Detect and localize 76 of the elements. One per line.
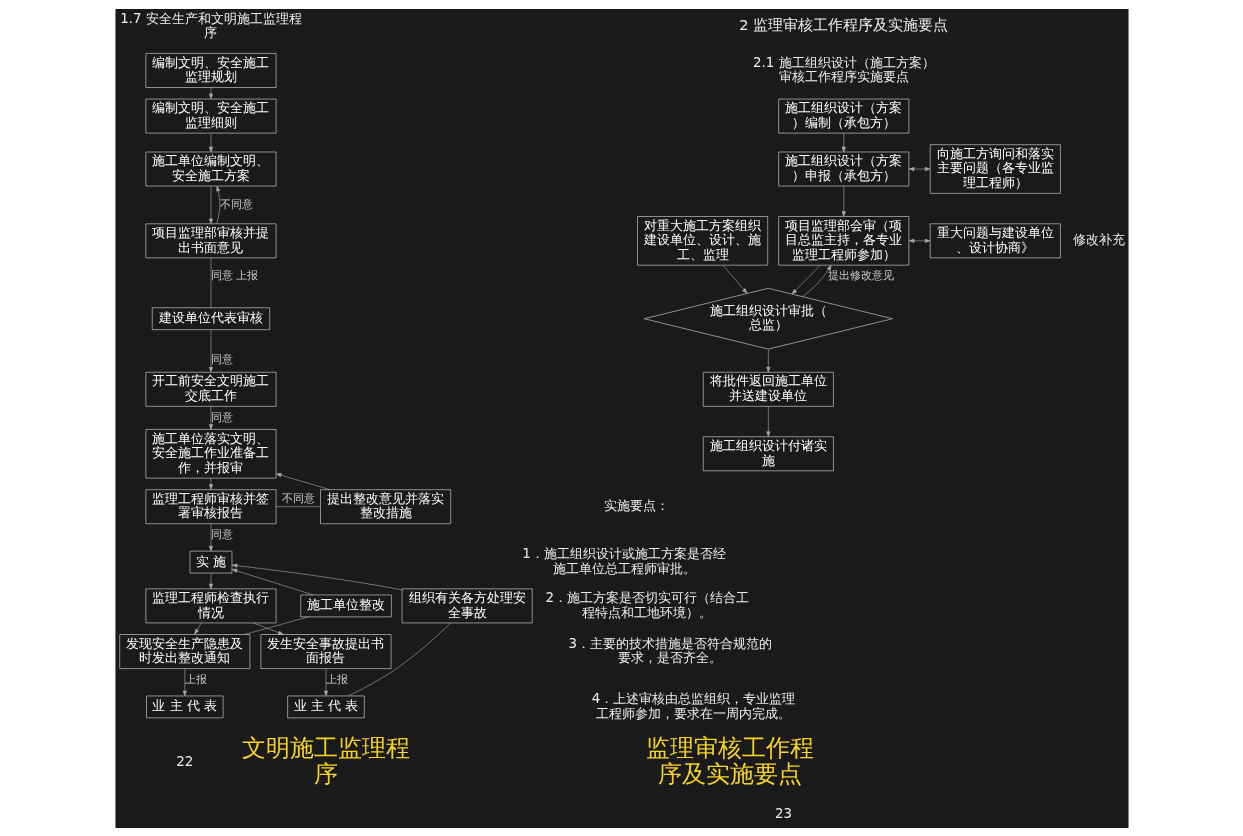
arrow [208, 405, 213, 430]
arrow [765, 348, 770, 372]
node-box: 将批件返回施工单位并送建设单位 [702, 371, 834, 407]
arrow [231, 563, 402, 590]
label: 实施要点： [603, 497, 669, 513]
connector [210, 257, 211, 308]
node-box: 监理工程师检查执行情况 [145, 588, 276, 623]
arrow [208, 477, 213, 490]
node-box: 项目监理部审核并提出书面意见 [145, 223, 276, 258]
node-box: 业 主 代 表 [145, 695, 223, 718]
label: 22 [175, 753, 193, 769]
node-box: 组织有关各方处理安全事故 [401, 588, 533, 623]
label: 23 [774, 805, 792, 821]
label: 2 监理审核工作程序及实施要点 [738, 15, 948, 33]
node-box: 编制文明、安全施工监理规划 [145, 52, 276, 88]
node-box: 开工前安全文明施工交底工作 [145, 371, 276, 407]
edge-label: 同意 [210, 410, 233, 424]
edge-label: 提出修改意见 [827, 268, 894, 282]
edge-label: 上报 [325, 672, 348, 686]
node-box: 重大问题与建设单位、设计协商》 [929, 223, 1061, 258]
arrow [208, 572, 213, 589]
arrow [275, 472, 330, 490]
arrow [182, 667, 187, 696]
node-box: 发生安全事故提出书面报告 [260, 633, 391, 669]
edge-label: 同意 [210, 352, 233, 366]
node-box: 施工组织设计（方案）编制（承包方） [777, 98, 909, 133]
arrow [908, 238, 930, 243]
label: 修改补充 [1072, 231, 1125, 247]
node-box: 对重大施工方案组织建设单位、设计、施工、监理 [636, 215, 768, 265]
arrow [252, 622, 284, 635]
arrow [231, 568, 313, 595]
arrow [208, 86, 213, 99]
label: 1.7 安全生产和文明施工监理程序 [119, 10, 302, 40]
arrow [791, 264, 821, 294]
arrow [765, 405, 770, 437]
node-box: 提出整改意见并落实整改措施 [319, 488, 451, 524]
label: 2.1 施工组织设计（施工方案）审核工作程序实施要点 [752, 54, 935, 84]
arrow [193, 622, 202, 635]
node-box: 施工单位整改 [299, 594, 392, 617]
node-box: 建设单位代表审核 [151, 306, 270, 330]
label: 4．上述审核由总监组织，专业监理工程师参加，要求在一周内完成。 [591, 690, 795, 721]
connector [347, 622, 451, 696]
arrow [841, 185, 846, 217]
arrow [908, 166, 930, 171]
arrow [208, 329, 213, 372]
node-box: 向施工方询问和落实主要问题（各专业监理工程师） [929, 143, 1061, 194]
edge-label: 同意 [210, 527, 233, 541]
arrow [841, 132, 846, 152]
label: 文明施工监理程序 [241, 732, 410, 788]
arrow [323, 667, 328, 696]
label: 监理审核工作程序及实施要点 [645, 732, 814, 788]
connector [275, 505, 321, 507]
node-box: 施工组织设计（方案）申报（承包方） [777, 151, 909, 186]
node-box: 业 主 代 表 [286, 695, 365, 718]
edge-label: 不同意 [281, 491, 315, 504]
node-box: 施工单位编制文明、安全施工方案 [145, 151, 276, 186]
arrow [215, 185, 220, 224]
edge-label: 上报 [184, 672, 207, 686]
edge-label: 不同意 [219, 197, 253, 211]
arrow [722, 264, 747, 294]
connector [243, 616, 309, 635]
node-box: 实 施 [189, 550, 232, 573]
label: 3．主要的技术措施是否符合规范的要求，是否齐全。 [568, 635, 772, 665]
arrow [208, 132, 213, 152]
node-box: 监理工程师审核并签署审核报告 [145, 488, 276, 524]
arrow [208, 185, 213, 224]
node-box: 编制文明、安全施工监理细则 [145, 98, 276, 133]
node-box: 项目监理部会审（项目总监主持，各专业监理工程师参加） [777, 215, 909, 265]
node-box: 施工组织设计付诸实施 [702, 435, 834, 471]
node-box: 发现安全生产隐患及时发出整改通知 [118, 633, 250, 669]
arrow [801, 264, 832, 297]
label: 2．施工方案是否切实可行（结合工程特点和工地环境）。 [544, 589, 749, 620]
node-box: 施工单位落实文明、安全施工作业准备工作，并报审 [145, 428, 276, 478]
edge-label: 同意 上报 [210, 268, 258, 282]
arrow [208, 523, 213, 551]
label: 1．施工组织设计或施工方案是否经施工单位总工程师审批。 [521, 545, 726, 576]
